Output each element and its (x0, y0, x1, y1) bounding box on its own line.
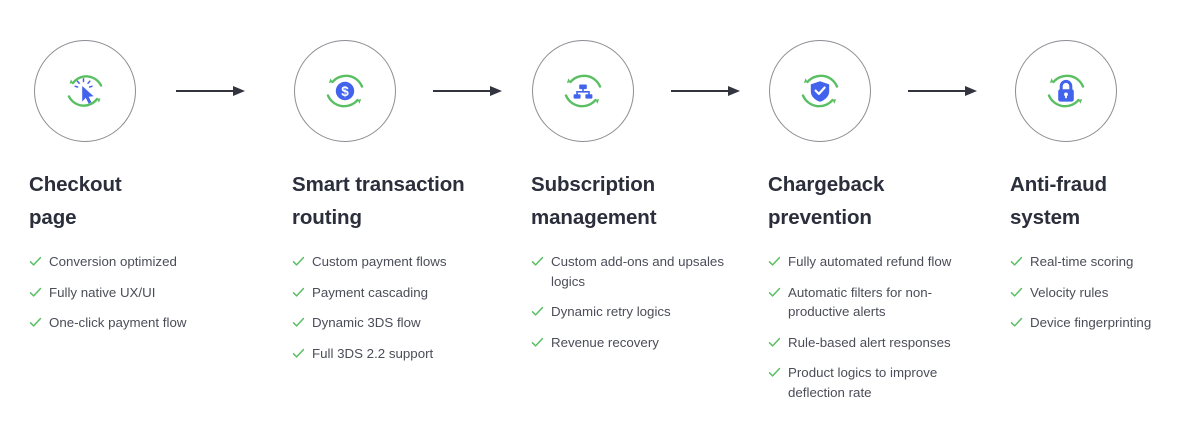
list-item: Device fingerprinting (1010, 313, 1195, 333)
list-item-label: Revenue recovery (551, 334, 659, 350)
list-item: Fully native UX/UI (29, 283, 264, 303)
step-column-smart-transaction-routing: Smart transaction routing Custom payment… (292, 168, 507, 374)
check-icon (531, 336, 544, 349)
list-item-label: Product logics to improve deflection rat… (788, 365, 938, 400)
list-item-label: Custom add-ons and upsales logics (551, 254, 724, 289)
check-icon (292, 347, 305, 360)
list-item: Dynamic retry logics (531, 302, 736, 322)
list-item: Automatic filters for non-productive ale… (768, 283, 983, 322)
list-item: Rule-based alert responses (768, 333, 983, 353)
step-column-subscription-management: Subscription management Custom add-ons a… (531, 168, 736, 363)
step-column-anti-fraud-system: Anti-fraud system Real-time scoring Velo… (1010, 168, 1195, 344)
check-icon (292, 286, 305, 299)
step-feature-list: Custom payment flows Payment cascading D… (292, 252, 507, 363)
step-feature-list: Fully automated refund flow Automatic fi… (768, 252, 983, 402)
list-item-label: Dynamic 3DS flow (312, 315, 421, 330)
list-item-label: Fully native UX/UI (49, 284, 156, 300)
list-item: Revenue recovery (531, 333, 736, 353)
step-column-chargeback-prevention: Chargeback prevention Fully automated re… (768, 168, 983, 413)
flow-arrow-2 (433, 84, 503, 98)
check-icon (1010, 255, 1023, 268)
list-item-label: Velocity rules (1030, 284, 1109, 300)
step-icon-circle-smart-transaction-routing: $ (294, 40, 396, 142)
step-feature-list: Custom add-ons and upsales logics Dynami… (531, 252, 736, 352)
step-title: Anti-fraud system (1010, 173, 1107, 229)
cursor-click-refresh-icon (35, 41, 135, 141)
list-item-label: Rule-based alert responses (788, 334, 951, 350)
list-item-label: Device fingerprinting (1030, 315, 1152, 330)
check-icon (29, 255, 42, 268)
check-icon (29, 316, 42, 329)
list-item-label: Fully automated refund flow (788, 254, 952, 269)
svg-text:$: $ (341, 84, 349, 99)
check-icon (292, 255, 305, 268)
list-item-label: Conversion optimized (49, 254, 177, 269)
check-icon (531, 305, 544, 318)
dollar-coin-refresh-icon: $ (295, 41, 395, 141)
step-feature-list: Conversion optimized Fully native UX/UI … (29, 252, 264, 333)
flow-arrow-3 (671, 84, 741, 98)
list-item: Custom payment flows (292, 252, 507, 272)
flow-arrow-4 (908, 84, 978, 98)
check-icon (29, 286, 42, 299)
list-item: Velocity rules (1010, 283, 1195, 303)
flow-arrow-1 (176, 84, 246, 98)
step-title: Smart transaction routing (292, 173, 465, 229)
step-title: Subscription management (531, 173, 657, 229)
check-icon (768, 255, 781, 268)
padlock-refresh-icon (1016, 41, 1116, 141)
list-item: Full 3DS 2.2 support (292, 344, 507, 364)
step-icon-circle-anti-fraud-system (1015, 40, 1117, 142)
list-item: Product logics to improve deflection rat… (768, 363, 983, 402)
check-icon (1010, 286, 1023, 299)
list-item: Custom add-ons and upsales logics (531, 252, 736, 291)
step-column-checkout-page: Checkout page Conversion optimized Fully… (29, 168, 264, 344)
list-item: One-click payment flow (29, 313, 264, 333)
shield-check-refresh-icon (770, 41, 870, 141)
step-icon-circle-chargeback-prevention (769, 40, 871, 142)
list-item-label: Real-time scoring (1030, 254, 1134, 269)
check-icon (1010, 316, 1023, 329)
step-feature-list: Real-time scoring Velocity rules Device … (1010, 252, 1195, 333)
step-icon-circle-subscription-management (532, 40, 634, 142)
list-item: Conversion optimized (29, 252, 264, 272)
routing-tree-refresh-icon (533, 41, 633, 141)
list-item-label: Full 3DS 2.2 support (312, 345, 434, 361)
step-icon-circle-checkout-page (34, 40, 136, 142)
list-item: Payment cascading (292, 283, 507, 303)
list-item-label: Automatic filters for non-productive ale… (788, 284, 933, 320)
list-item-label: Payment cascading (312, 284, 429, 300)
list-item: Dynamic 3DS flow (292, 313, 507, 333)
list-item: Real-time scoring (1010, 252, 1195, 272)
check-icon (768, 286, 781, 299)
step-title: Checkout page (29, 173, 122, 229)
check-icon (531, 255, 544, 268)
list-item: Fully automated refund flow (768, 252, 983, 272)
list-item-label: Dynamic retry logics (551, 304, 671, 319)
check-icon (768, 366, 781, 379)
list-item-label: Custom payment flows (312, 254, 447, 269)
step-title: Chargeback prevention (768, 173, 885, 229)
list-item-label: One-click payment flow (49, 315, 187, 330)
check-icon (292, 316, 305, 329)
check-icon (768, 336, 781, 349)
